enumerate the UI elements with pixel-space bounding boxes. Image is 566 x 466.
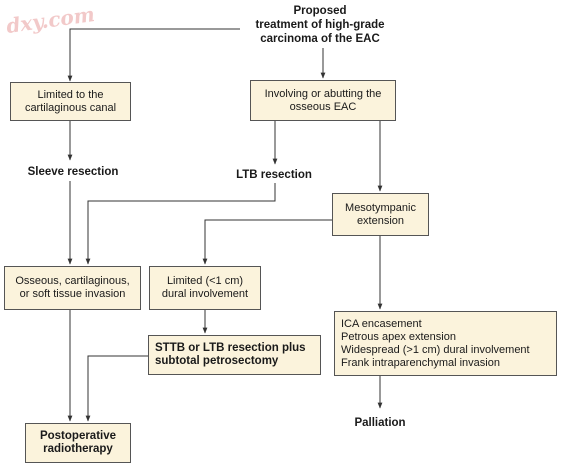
node-advanced-disease: ICA encasement Petrous apex extension Wi… bbox=[334, 311, 557, 376]
node-invasion: Osseous, cartilaginous, or soft tissue i… bbox=[4, 266, 141, 310]
node-root: Proposed treatment of high-grade carcino… bbox=[255, 5, 385, 45]
node-palliation: Palliation bbox=[354, 417, 406, 429]
node-cartilaginous-canal: Limited to the cartilaginous canal bbox=[10, 82, 131, 121]
node-sttb-resection: STTB or LTB resection plus subtotal petr… bbox=[148, 335, 321, 375]
edge-root-cartilaginous bbox=[67, 28, 240, 82]
node-dural-involvement: Limited (<1 cm) dural involvement bbox=[149, 266, 261, 310]
edge-ltb-invasion bbox=[85, 183, 276, 265]
node-ltb-resection: LTB resection bbox=[236, 169, 312, 181]
node-mesotympanic-extension: Mesotympanic extension bbox=[332, 193, 429, 236]
edge-mesotympanic-dural bbox=[202, 219, 332, 265]
node-sleeve-resection: Sleeve resection bbox=[27, 166, 119, 178]
edge-sttb-radiotherapy bbox=[85, 355, 148, 422]
node-postoperative-radiotherapy: Postoperative radiotherapy bbox=[25, 423, 131, 463]
node-osseous-eac: Involving or abutting the osseous EAC bbox=[250, 80, 396, 121]
